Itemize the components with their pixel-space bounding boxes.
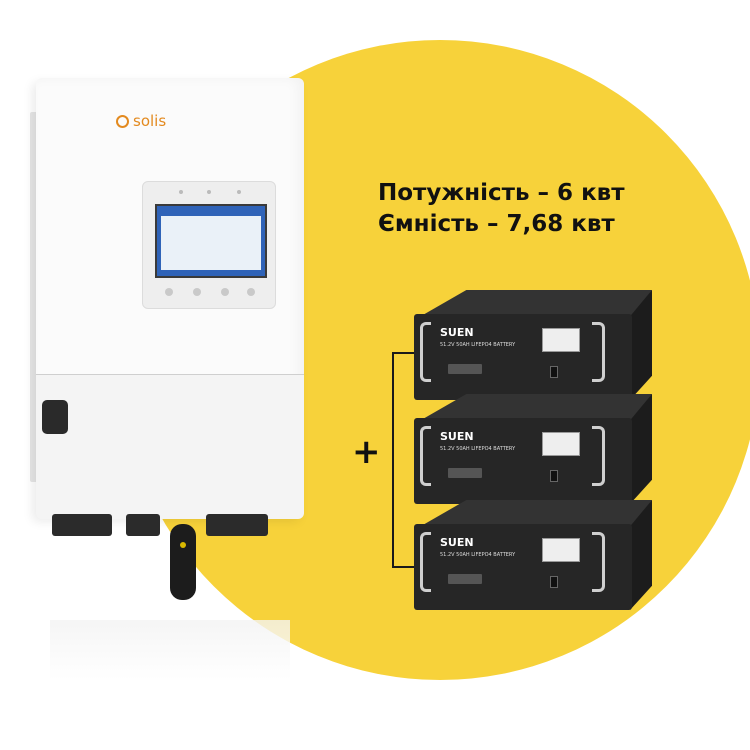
battery-module: SUEN 51.2V 50AH LIFEPO4 BATTERY xyxy=(414,500,652,612)
battery-front: SUEN 51.2V 50AH LIFEPO4 BATTERY xyxy=(414,524,632,610)
dongle-led xyxy=(180,542,186,548)
battery-ports xyxy=(448,574,482,584)
plus-sign: + xyxy=(352,432,381,472)
battery-switch xyxy=(550,470,558,482)
battery-switch xyxy=(550,576,558,588)
battery-terminals xyxy=(542,538,580,562)
inverter-lower-cover xyxy=(36,374,304,519)
capacity-spec: Ємність – 7,68 квт xyxy=(378,211,615,237)
battery-spec: 51.2V 50AH LIFEPO4 BATTERY xyxy=(440,342,516,348)
battery-front: SUEN 51.2V 50AH LIFEPO4 BATTERY xyxy=(414,418,632,504)
battery-terminals xyxy=(542,432,580,456)
floor-reflection xyxy=(50,620,290,680)
battery-side xyxy=(630,290,652,400)
battery-top xyxy=(421,290,652,316)
handle-icon xyxy=(592,532,605,592)
wifi-dongle xyxy=(170,524,196,600)
battery-brand: SUEN xyxy=(440,326,474,339)
handle-icon xyxy=(420,322,431,382)
inverter-display xyxy=(155,204,267,278)
battery-ports xyxy=(448,364,482,374)
connector-group xyxy=(126,514,160,536)
status-led xyxy=(207,190,211,194)
inverter: solis xyxy=(30,78,308,600)
inverter-display-content xyxy=(161,216,261,270)
battery-spec: 51.2V 50AH LIFEPO4 BATTERY xyxy=(440,446,516,452)
panel-button xyxy=(193,288,201,296)
sun-logo-icon xyxy=(116,115,129,128)
battery-switch xyxy=(550,366,558,378)
battery-module: SUEN 51.2V 50AH LIFEPO4 BATTERY xyxy=(414,290,652,402)
inverter-control-panel xyxy=(142,181,276,309)
inverter-brand: solis xyxy=(133,112,167,130)
battery-module: SUEN 51.2V 50AH LIFEPO4 BATTERY xyxy=(414,394,652,506)
panel-button xyxy=(247,288,255,296)
inverter-side xyxy=(30,112,40,482)
power-spec: Потужність – 6 квт xyxy=(378,180,625,206)
battery-ports xyxy=(448,468,482,478)
connector-group xyxy=(52,514,112,536)
inverter-logo: solis xyxy=(116,112,166,130)
handle-icon xyxy=(592,322,605,382)
battery-brand: SUEN xyxy=(440,536,474,549)
battery-brand: SUEN xyxy=(440,430,474,443)
battery-top xyxy=(421,394,652,420)
connector-group xyxy=(206,514,268,536)
status-led xyxy=(237,190,241,194)
battery-side xyxy=(630,500,652,610)
specs-text: Потужність – 6 квт Ємність – 7,68 квт xyxy=(378,178,625,240)
dc-switch-knob xyxy=(42,400,68,434)
handle-icon xyxy=(420,532,431,592)
status-led xyxy=(179,190,183,194)
battery-side xyxy=(630,394,652,504)
handle-icon xyxy=(592,426,605,486)
handle-icon xyxy=(420,426,431,486)
battery-cable-bracket xyxy=(392,352,416,568)
panel-button xyxy=(221,288,229,296)
battery-spec: 51.2V 50AH LIFEPO4 BATTERY xyxy=(440,552,516,558)
battery-front: SUEN 51.2V 50AH LIFEPO4 BATTERY xyxy=(414,314,632,400)
battery-top xyxy=(421,500,652,526)
battery-terminals xyxy=(542,328,580,352)
panel-button xyxy=(165,288,173,296)
